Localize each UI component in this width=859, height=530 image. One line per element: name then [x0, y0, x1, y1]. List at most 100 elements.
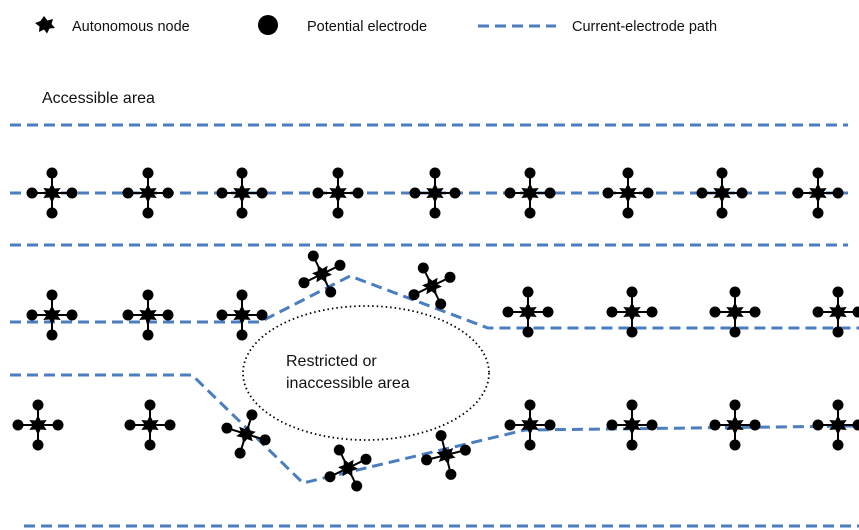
potential-electrode: [216, 309, 228, 321]
potential-electrode: [749, 306, 761, 318]
potential-electrode: [12, 419, 24, 431]
node-star-icon: [312, 265, 332, 283]
potential-electrode: [832, 187, 844, 199]
node-star-icon: [521, 183, 539, 203]
node-star-icon: [43, 183, 61, 203]
potential-electrode: [144, 399, 156, 411]
potential-electrode: [852, 419, 859, 431]
autonomous-node-25: [324, 444, 372, 492]
potential-electrode: [646, 419, 658, 431]
potential-electrode: [544, 419, 556, 431]
autonomous-node-15: [812, 286, 859, 338]
potential-electrode: [325, 286, 337, 298]
path-line-5: [10, 373, 859, 485]
potential-electrode: [729, 399, 741, 411]
potential-electrode: [606, 306, 618, 318]
potential-electrode: [307, 250, 319, 262]
potential-electrode: [32, 399, 44, 411]
potential-electrode: [352, 187, 364, 199]
potential-electrode: [646, 306, 658, 318]
autonomous-node-6: [602, 167, 654, 219]
potential-electrode: [622, 167, 634, 179]
potential-electrode: [524, 439, 536, 451]
potential-electrode: [122, 309, 134, 321]
potential-electrode: [435, 430, 447, 442]
potential-electrode: [66, 187, 78, 199]
potential-electrode: [142, 289, 154, 301]
restricted-area-ellipse: [242, 305, 490, 441]
potential-electrode: [812, 167, 824, 179]
potential-electrode: [502, 306, 514, 318]
node-star-icon: [233, 305, 251, 325]
autonomous-node-24: [221, 409, 271, 459]
autonomous-node-9: [26, 289, 78, 341]
potential-electrode: [606, 419, 618, 431]
potential-electrode: [504, 187, 516, 199]
potential-electrode: [256, 187, 268, 199]
path-line-4: [10, 274, 859, 330]
potential-electrode: [246, 409, 258, 421]
potential-electrode: [626, 439, 638, 451]
autonomous-node-26: [421, 430, 471, 480]
potential-electrode: [832, 286, 844, 298]
potential-electrode: [812, 207, 824, 219]
potential-electrode: [259, 434, 271, 446]
autonomous-node-4: [409, 167, 461, 219]
potential-electrode: [162, 309, 174, 321]
potential-electrode: [832, 399, 844, 411]
legend: Autonomous node Potential electrode Curr…: [35, 15, 717, 35]
node-star-icon: [426, 183, 444, 203]
autonomous-node-array: [12, 167, 859, 492]
potential-electrode: [626, 286, 638, 298]
restricted-area-label-line2: inaccessible area: [286, 375, 410, 392]
autonomous-node-8: [792, 167, 844, 219]
potential-electrode: [444, 271, 456, 283]
potential-electrode: [626, 326, 638, 338]
restricted-area-label-line1: Restricted or: [286, 353, 377, 370]
potential-electrode: [162, 187, 174, 199]
potential-electrode: [544, 187, 556, 199]
autonomous-node-10: [122, 289, 174, 341]
potential-electrode: [736, 187, 748, 199]
potential-electrode: [32, 439, 44, 451]
potential-electrode: [408, 289, 420, 301]
potential-electrode: [221, 422, 233, 434]
autonomous-node-5: [504, 167, 556, 219]
potential-electrode: [832, 326, 844, 338]
autonomous-node-17: [124, 399, 176, 451]
node-star-icon: [521, 415, 539, 435]
potential-electrode: [66, 309, 78, 321]
potential-electrode: [709, 306, 721, 318]
autonomous-node-13: [606, 286, 658, 338]
potential-electrode: [421, 454, 433, 466]
node-star-icon: [43, 305, 61, 325]
potential-electrode: [332, 207, 344, 219]
autonomous-node-23: [408, 262, 456, 310]
potential-electrode: [522, 326, 534, 338]
potential-electrode: [524, 167, 536, 179]
autonomous-node-19: [606, 399, 658, 451]
node-star-icon: [139, 183, 157, 203]
autonomous-node-20: [709, 399, 761, 451]
potential-electrode: [236, 207, 248, 219]
potential-electrode: [236, 289, 248, 301]
node-star-icon: [139, 305, 157, 325]
potential-electrode: [524, 207, 536, 219]
potential-electrode: [122, 187, 134, 199]
node-star-icon: [726, 415, 744, 435]
node-star-icon: [233, 183, 251, 203]
potential-electrode: [716, 167, 728, 179]
legend-electrode-label: Potential electrode: [307, 19, 427, 35]
autonomous-node-7: [696, 167, 748, 219]
node-star-icon: [329, 183, 347, 203]
potential-electrode: [417, 262, 429, 274]
potential-electrode: [142, 329, 154, 341]
node-star-icon: [29, 415, 47, 435]
node-star-icon: [236, 424, 256, 444]
potential-electrode: [716, 207, 728, 219]
potential-electrode: [729, 439, 741, 451]
potential-electrode: [236, 167, 248, 179]
potential-electrode: [298, 277, 310, 289]
node-star-icon: [422, 277, 442, 295]
